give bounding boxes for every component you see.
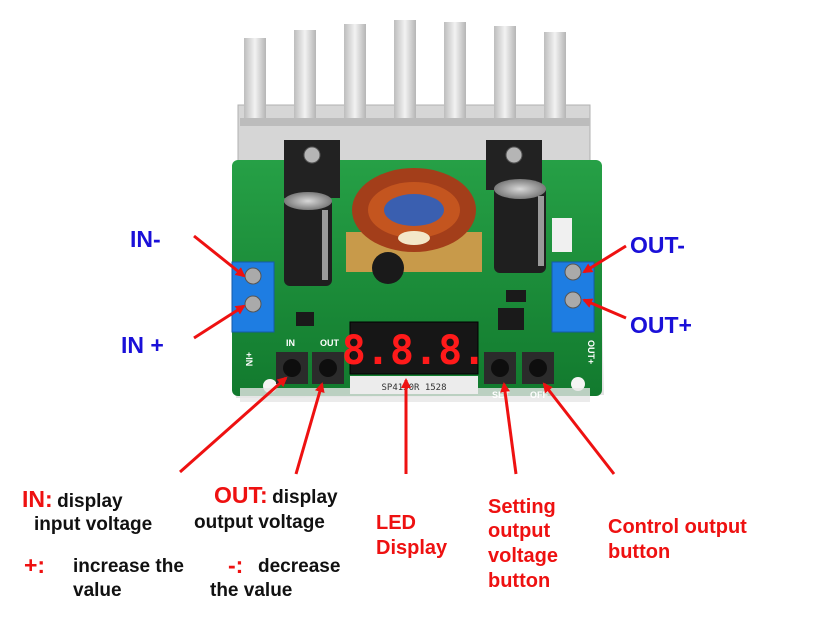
silk-in: IN: [286, 338, 295, 348]
terminal-block-right: [551, 261, 595, 333]
set-button: [484, 352, 516, 384]
led-part-label: SP4130R 1528: [381, 383, 446, 393]
silk-out-side: OUT+: [586, 340, 596, 364]
callout-set-4: button: [488, 570, 551, 592]
legend-minus-desc-1: decrease: [258, 556, 341, 577]
callout-out-desc-2: output voltage: [194, 512, 325, 533]
silk-set: SET: [492, 390, 510, 400]
silk-out: OUT: [320, 338, 340, 348]
legend-plus-key: +:: [24, 552, 46, 578]
legend-plus-desc-2: value: [73, 580, 122, 601]
label-out-minus: OUT-: [630, 232, 685, 258]
legend-minus-key: -:: [228, 552, 244, 578]
arrow-set-button: [500, 382, 518, 475]
led-digits: 8.8.8.: [342, 328, 487, 374]
arrow-off-button: [542, 382, 616, 475]
callout-in-key: IN:: [22, 486, 53, 512]
callout-led-1: LED: [376, 512, 416, 534]
led-display-icon: 8.8.8. SP4130R 1528: [342, 321, 487, 394]
push-button-icon: [276, 352, 308, 384]
arrow-out-minus: [582, 244, 627, 274]
legend-plus-desc-1: increase the: [73, 556, 184, 577]
callout-ctrl-2: button: [608, 541, 671, 563]
arrow-out-button: [294, 382, 325, 475]
out-button: [312, 352, 344, 384]
small-inductor: [372, 252, 404, 284]
callout-out-desc-1: display: [272, 487, 338, 508]
silk-in-side: +IN: [244, 352, 254, 366]
callout-in: IN: display: [22, 486, 123, 513]
arrow-in-plus: [193, 304, 246, 340]
transistor-left: [284, 140, 340, 198]
label-in-plus: IN +: [121, 332, 164, 358]
callout-out: OUT: display: [214, 482, 338, 509]
callout-led-2: Display: [376, 537, 448, 559]
callout-set-1: Setting: [488, 496, 556, 518]
capacitor-right: [494, 179, 572, 273]
inductor-icon: [346, 168, 482, 272]
legend-minus-desc-2: the value: [210, 580, 293, 601]
silk-off: OFF: [530, 390, 548, 400]
arrow-in-button: [179, 376, 288, 474]
callout-set-2: output: [488, 520, 551, 542]
label-in-minus: IN-: [130, 226, 161, 252]
off-button: [522, 352, 554, 384]
callout-in-desc-2: input voltage: [34, 514, 153, 535]
capacitor-icon: [284, 192, 332, 286]
arrow-in-minus: [193, 234, 246, 278]
callout-out-key: OUT:: [214, 482, 268, 508]
callout-ctrl-1: Control output: [608, 516, 747, 538]
label-out-plus: OUT+: [630, 312, 692, 338]
callout-set-3: voltage: [488, 545, 559, 567]
callout-in-desc-1: display: [57, 491, 123, 512]
arrow-out-plus: [582, 298, 627, 320]
